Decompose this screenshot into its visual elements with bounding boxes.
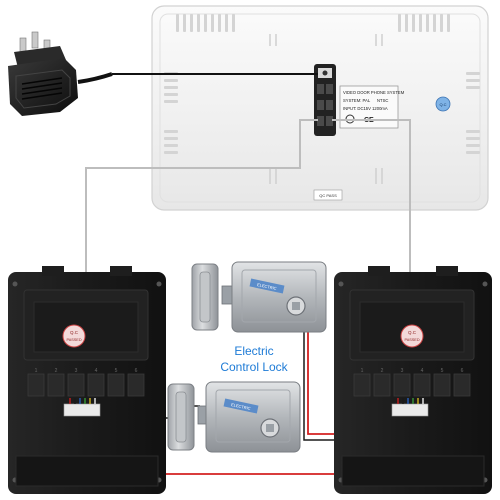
left-terminal-4: 4 — [95, 368, 98, 374]
right-unit-qc-top: Q.C — [408, 330, 417, 335]
left-unit-qc-bottom: PASSED — [66, 338, 81, 342]
left-terminal-6: 6 — [135, 368, 138, 374]
monitor-qc-badge: Q.C — [439, 102, 446, 107]
monitor-label-system: SYSTEM: PAL — [343, 98, 371, 103]
left-terminal-3: 3 — [75, 368, 78, 374]
left-terminal-1: 1 — [35, 368, 38, 374]
left-terminal-2: 2 — [55, 368, 58, 374]
right-terminal-1: 1 — [361, 368, 364, 374]
left-terminal-5: 5 — [115, 368, 118, 374]
monitor-label-input: INPUT: DC15V 1200mA — [343, 106, 388, 111]
upper-lock-plate-text: ELECTRIC — [257, 282, 277, 291]
monitor-label-ntsc: NTSC — [377, 98, 388, 103]
outdoor-unit-left: Q.C PASSED 1 2 3 4 5 6 — [8, 266, 166, 494]
monitor-bottom-sticker: QC PASS — [319, 193, 337, 198]
right-terminal-2: 2 — [381, 368, 384, 374]
monitor-cable-left — [85, 119, 318, 410]
indoor-monitor: VIDEO DOOR PHONE SYSTEM SYSTEM: PAL NTSC… — [151, 5, 489, 211]
outdoor-unit-right: Q.C PASSED 1 2 3 4 5 6 — [334, 266, 492, 494]
lower-lock-plate-text: ELECTRIC — [231, 402, 251, 411]
electric-lock-upper: ELECTRIC — [191, 261, 327, 333]
electric-lock-lower: ELECTRIC — [167, 381, 301, 453]
monitor-label-title: VIDEO DOOR PHONE SYSTEM — [343, 90, 405, 95]
uk-plug-icon — [14, 31, 66, 68]
right-terminal-6: 6 — [461, 368, 464, 374]
right-unit-qc-bottom: PASSED — [404, 338, 419, 342]
right-terminal-3: 3 — [401, 368, 404, 374]
right-terminal-4: 4 — [421, 368, 424, 374]
left-unit-qc-top: Q.C — [70, 330, 79, 335]
power-adapter-icon — [8, 31, 113, 116]
right-terminal-5: 5 — [441, 368, 444, 374]
